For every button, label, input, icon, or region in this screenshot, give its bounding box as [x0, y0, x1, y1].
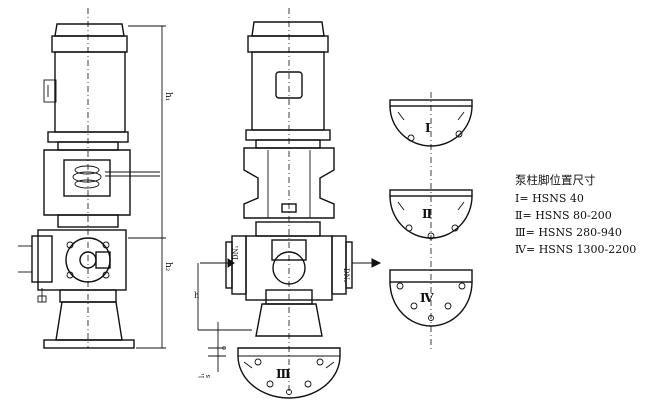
foot-label-2: Ⅱ	[422, 207, 432, 221]
side-view: h₁ h₂	[18, 8, 173, 349]
h-label: h	[194, 291, 199, 300]
dn1-label: DN₁	[232, 245, 240, 260]
legend-text: HSNS 280-940	[538, 226, 622, 239]
legend-text: HSNS 1300-2200	[538, 243, 637, 256]
foot-diagrams: Ⅰ Ⅱ Ⅳ	[389, 92, 473, 350]
legend-item: Ⅱ= HSNS 80-200	[515, 209, 612, 222]
h1-label: h₁	[163, 92, 173, 101]
front-view: DN₁ DN₂ h c l₁ s Ⅲ	[194, 8, 382, 399]
s-label: s	[204, 374, 212, 378]
h2-label: h₂	[163, 262, 173, 272]
foot-label-1: Ⅰ	[425, 121, 431, 135]
legend-item: Ⅰ= HSNS 40	[515, 192, 584, 205]
legend-roman: Ⅳ	[515, 243, 526, 256]
legend-item: Ⅳ= HSNS 1300-2200	[515, 243, 637, 256]
legend-title: 泵柱脚位置尺寸	[515, 173, 596, 187]
foot-diagram-1: Ⅰ	[389, 99, 473, 147]
legend-text: HSNS 80-200	[535, 209, 612, 222]
legend-roman: Ⅰ	[515, 192, 520, 205]
legend-roman: Ⅱ	[515, 209, 523, 222]
foot-size-legend: 泵柱脚位置尺寸 Ⅰ= HSNS 40 Ⅱ= HSNS 80-200 Ⅲ= HSN…	[515, 172, 636, 258]
foot-diagram-4: Ⅳ	[389, 269, 473, 327]
front-view-label: Ⅲ	[276, 367, 291, 381]
dn2-label: DN₂	[342, 268, 350, 283]
foot-diagram-2: Ⅱ	[389, 189, 473, 240]
legend-text: HSNS 40	[532, 192, 584, 205]
foot-label-4: Ⅳ	[420, 291, 434, 305]
legend-item: Ⅲ= HSNS 280-940	[515, 226, 622, 239]
legend-roman: Ⅲ	[515, 226, 526, 239]
l1-label: l₁	[198, 373, 206, 378]
